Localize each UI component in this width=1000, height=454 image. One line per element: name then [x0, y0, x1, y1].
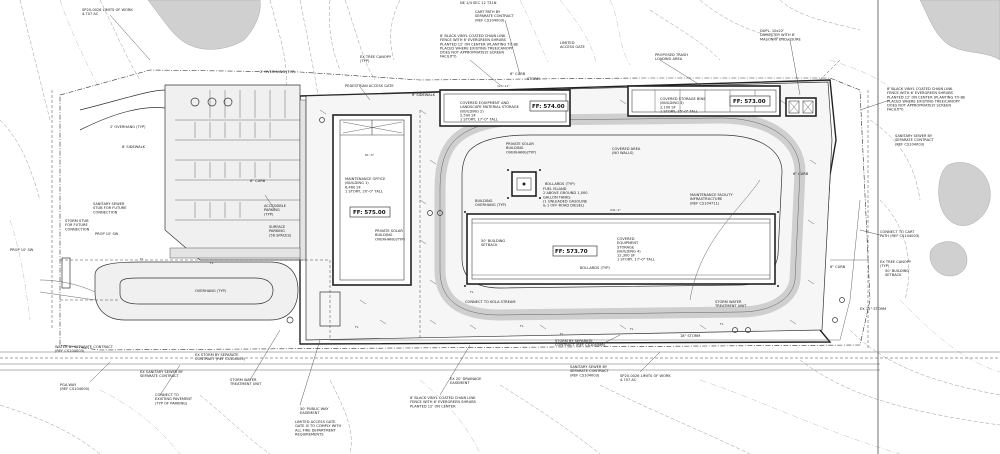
svg-text:FL: FL: [210, 261, 214, 265]
label-storm-18: 18" STORM: [680, 334, 700, 338]
label-curb-c: 6" CURB: [793, 172, 809, 176]
label-bollards-2: BOLLARDS (TYP): [580, 266, 610, 270]
label-overhang-mid: OVERHANG (TYP): [195, 289, 227, 293]
vegetation-shading-top-right: [919, 0, 1000, 61]
fl-markers: FL FL FL FL FL FL FL FL: [140, 257, 724, 336]
label-storm-row: STORM: [527, 77, 540, 81]
label-ff-574: FF: 574.00: [532, 104, 565, 110]
label-bldg4-dim: 241'-1": [610, 208, 622, 212]
svg-text:FL: FL: [630, 327, 634, 331]
label-ff-573-70: FF: 573.70: [555, 249, 588, 255]
label-ex-tree-canopy-right: EX TREE CANOPY(TYP): [880, 260, 912, 268]
label-limited-gate: LIMITED ACCESS GATE.GATE IS TO COMPLY WI…: [295, 420, 341, 436]
building-1-maintenance-office: [332, 114, 412, 286]
misc-structures: [61, 97, 845, 333]
bollards: [464, 169, 779, 287]
label-prop-sw: PROP 10' SW: [95, 232, 119, 236]
access-drive-loop: [94, 261, 299, 321]
label-covered-area: COVERED AREA(NO WALLS): [612, 147, 641, 155]
svg-text:FL: FL: [720, 322, 724, 326]
label-overhang-top: 2' OVERHANG (TYP): [260, 70, 296, 74]
label-ff-573: FF: 573.00: [733, 99, 766, 105]
left-parking-lot: [164, 84, 307, 261]
svg-text:FL: FL: [140, 257, 144, 261]
label-curb-b: 6" CURB: [510, 72, 526, 76]
limits-of-work-line: [59, 69, 871, 351]
fuel-island: [511, 171, 537, 197]
vegetation-shading-right-2: [929, 241, 968, 277]
label-pedestrian-gate: PEDESTRIAN ACCESS GATE: [345, 84, 394, 88]
leader-lines: [89, 14, 891, 406]
label-covered-storage-bins: COVERED STORAGE BINS(BUILDING 3)2,100 SF…: [660, 97, 706, 113]
vegetation-shading-right-1: [938, 162, 991, 226]
utility-lines: [60, 59, 868, 341]
svg-text:FL: FL: [520, 324, 524, 328]
svg-text:FL: FL: [470, 290, 474, 294]
label-ff-575: FF: 575.00: [353, 210, 386, 216]
vegetation-shading-top-left: [147, 0, 261, 50]
label-top-note: NE 1/4 SEC 12 T31N: [460, 1, 497, 5]
label-overhang-left: 2' OVERHANG (TYP): [110, 125, 146, 129]
label-bldg2-dim: 125'-11": [497, 84, 510, 88]
label-sidewalk: 6' SIDEWALK: [122, 145, 146, 149]
label-water-bottom: WATER BY SEPARATE CONTRACT(REF CS104003): [55, 345, 114, 353]
label-curb: 6" CURB: [250, 179, 266, 183]
label-dumpster: DUPL. 10x22'DUMPSTER WITH 8'MASONRY ENCL…: [760, 29, 802, 41]
label-connect-kolar: CONNECT TO KOLA STREAM: [465, 300, 515, 304]
label-curb-d: 6" CURB: [830, 265, 846, 269]
svg-text:FL: FL: [355, 325, 359, 329]
dumpster-enclosure: [785, 97, 817, 117]
label-bldg1-dim: 81'-0": [365, 153, 375, 157]
label-sidewalk-top: 6' SIDEWALK: [412, 93, 436, 97]
svg-text:FL: FL: [560, 332, 564, 336]
label-ex-storm-right: EX 15" STORM: [860, 307, 886, 311]
label-ex-tree-canopy: EX TREE CANOPY(TYP): [360, 55, 392, 63]
label-pga-way: PGA WAY(REF CS104000): [60, 383, 90, 391]
label-bollards: BOLLARDS (TYP): [545, 182, 575, 186]
label-prop-sw-2: PROP 10' SW: [10, 248, 34, 252]
